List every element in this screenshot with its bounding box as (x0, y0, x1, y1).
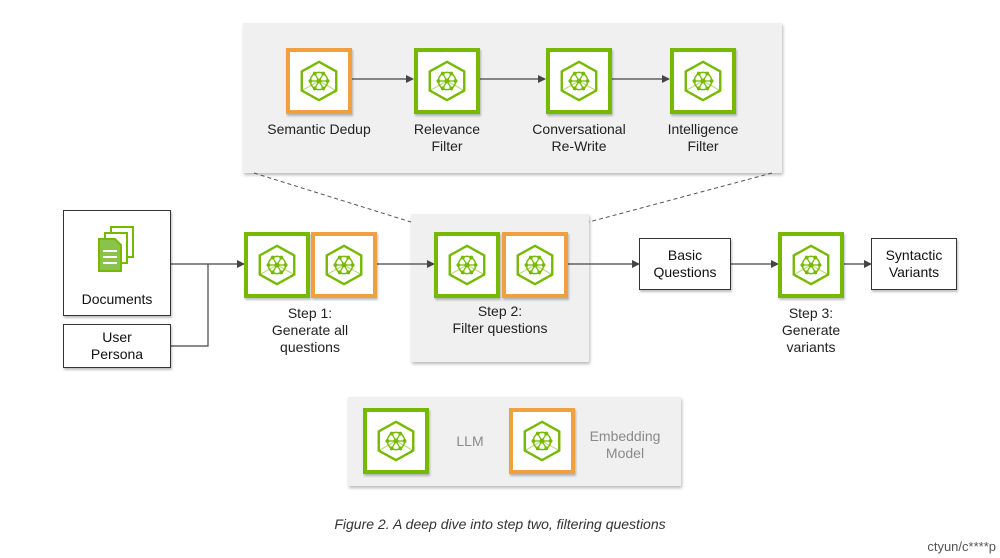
basic-questions-box: Basic Questions (639, 238, 731, 290)
llm-model-icon (560, 60, 598, 102)
legend-llm-label: LLM (456, 433, 484, 449)
step2-llm-icon (434, 232, 500, 298)
stage-label-semantic-dedup: Semantic Dedup (267, 121, 371, 137)
step1-label: Step 1: Generate all questions (271, 305, 349, 355)
stage-label-conversational-rewrite: Conversational Re-Write (532, 121, 626, 154)
step2-label: Step 2: Filter questions (452, 303, 548, 336)
legend-embedding-icon (509, 408, 575, 474)
stage-label-relevance-filter: Relevance Filter (413, 121, 481, 154)
step1-llm-icon (244, 232, 310, 298)
line-user-persona (171, 264, 209, 347)
stage-label-intelligence-filter: Intelligence Filter (667, 121, 739, 154)
documents-label: Documents (81, 291, 153, 307)
llm-model-icon (684, 60, 722, 102)
step3-label: Step 3: Generate variants (781, 305, 841, 355)
llm-model-icon (448, 244, 486, 286)
watermark: ctyun/c****p (927, 539, 996, 554)
llm-model-icon (377, 420, 415, 462)
llm-model-icon (325, 244, 363, 286)
figure-caption: Figure 2. A deep dive into step two, fil… (334, 516, 666, 532)
semantic-dedup-embedding-icon (286, 48, 352, 114)
step3-llm-icon (778, 232, 844, 298)
zoom-line-left (253, 172, 412, 223)
llm-model-icon (428, 60, 466, 102)
documents-icon (98, 226, 134, 272)
legend-embedding-label: Embedding Model (589, 428, 661, 461)
syntactic-variants-box: Syntactic Variants (871, 238, 957, 290)
llm-model-icon (792, 244, 830, 286)
llm-model-icon (300, 60, 338, 102)
llm-model-icon (523, 420, 561, 462)
zoom-line-right (588, 172, 773, 223)
intelligence-filter-llm-icon (670, 48, 736, 114)
legend-llm-icon (363, 408, 429, 474)
user-persona-input-box: User Persona (63, 324, 171, 368)
relevance-filter-llm-icon (414, 48, 480, 114)
documents-input-box: Documents (63, 210, 171, 316)
llm-model-icon (516, 244, 554, 286)
llm-model-icon (258, 244, 296, 286)
step2-embedding-icon (502, 232, 568, 298)
step1-embedding-icon (311, 232, 377, 298)
conversational-rewrite-llm-icon (546, 48, 612, 114)
